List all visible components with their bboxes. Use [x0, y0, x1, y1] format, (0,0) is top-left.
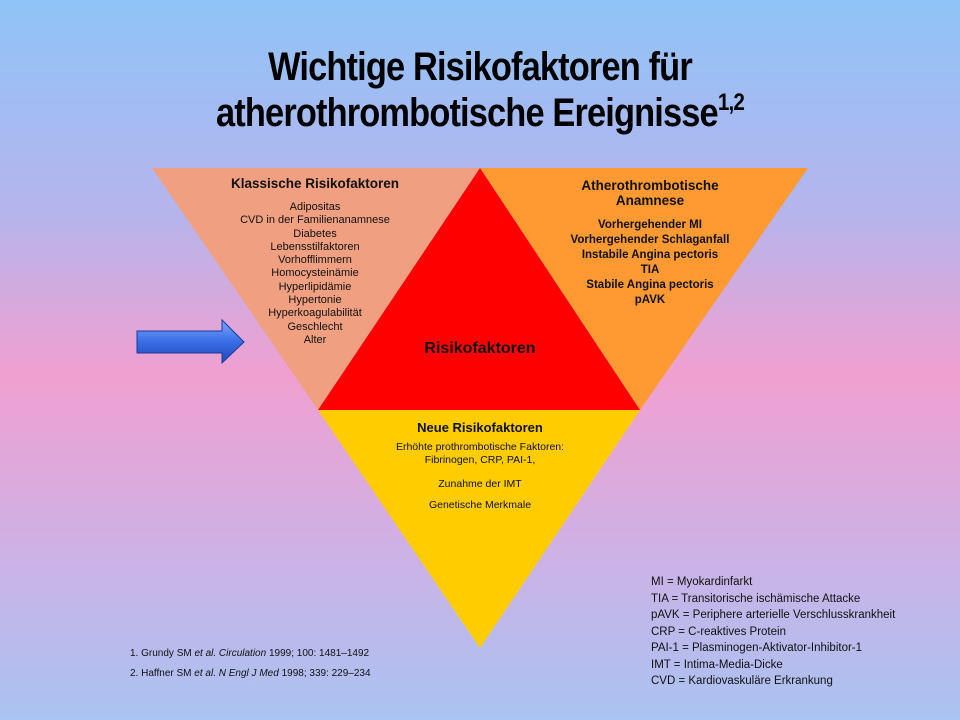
list-item: Hyperlipidämie: [278, 280, 352, 293]
abbreviation-item: IMT = Intima-Media-Dicke: [651, 658, 783, 671]
abbreviation-item: PAI-1 = Plasminogen-Aktivator-Inhibitor-…: [651, 642, 863, 654]
bottom-triangle: [318, 410, 640, 648]
atherothrombotic-history-heading: Atherothrombotische Anamnese: [535, 178, 765, 208]
abbreviation-item: MI = Myokardinfarkt: [651, 576, 753, 588]
list-item: Stabile Angina pectoris: [586, 279, 714, 291]
list-item: Adipositas: [289, 201, 341, 213]
list-item: Diabetes: [293, 227, 337, 240]
reference-item: 1. Grundy SM et al. Circulation 1999; 10…: [130, 644, 371, 664]
abbreviation-item: TIA = Transitorische ischämische Attacke: [651, 592, 861, 605]
list-item: Lebensstilfaktoren: [270, 240, 360, 253]
abbreviation-item: CRP = C-reaktives Protein: [651, 625, 786, 638]
item-line: Erhöhte prothrombotische Faktoren:: [395, 441, 565, 453]
abbreviation-item: CVD = Kardiovaskuläre Erkrankung: [651, 675, 833, 687]
list-item: Homocysteinämie: [271, 267, 359, 280]
list-item: Vorhofflimmern: [278, 254, 352, 267]
new-risk-factors: Neue Risikofaktoren Erhöhte prothromboti…: [360, 420, 600, 520]
ref-details: 1998; 339: 229–234: [278, 668, 371, 679]
list-item: TIA: [640, 264, 660, 276]
abbreviation-item: pAVK = Periphere arterielle Verschlusskr…: [651, 609, 896, 621]
item-line: Fibrinogen, CRP, PAI-1,: [424, 454, 536, 466]
abbreviation-legend: MI = Myokardinfarkt TIA = Transitorische…: [651, 574, 895, 690]
new-risk-factors-heading: Neue Risikofaktoren: [417, 420, 543, 435]
ref-etal: et al.: [194, 648, 217, 659]
list-item: Instabile Angina pectoris: [581, 249, 719, 261]
list-item: pAVK: [634, 294, 666, 306]
page-title: Wichtige Risikofaktoren für atherothromb…: [67, 44, 893, 136]
list-item: Erhöhte prothrombotische Faktoren: Fibri…: [360, 441, 600, 467]
title-superscript: 1,2: [717, 89, 745, 116]
heading-line-2: Anamnese: [615, 193, 685, 208]
atherothrombotic-history-list: Vorhergehender MI Vorhergehender Schlaga…: [535, 218, 765, 308]
right-triangle: [480, 168, 808, 410]
classic-risk-factors: Klassische Risikofaktoren Adipositas CVD…: [190, 176, 440, 347]
classic-risk-factors-list: Adipositas CVD in der Familienanamnese D…: [190, 201, 440, 347]
atherothrombotic-history: Atherothrombotische Anamnese Vorhergehen…: [535, 178, 765, 308]
list-item: Zunahme der IMT: [438, 478, 522, 490]
list-item: Vorhergehender MI: [598, 219, 702, 231]
left-triangle: [152, 168, 480, 410]
heading-line-1: Atherothrombotische: [581, 178, 719, 193]
list-item: Geschlecht: [287, 320, 343, 333]
list-item: Hypertonie: [288, 294, 342, 307]
center-triangle: [318, 168, 640, 410]
center-label: Risikofaktoren: [424, 340, 536, 357]
list-item: Genetische Merkmale: [428, 499, 532, 511]
ref-journal: N Engl J Med: [215, 668, 279, 679]
arrow-icon: [136, 318, 245, 365]
title-line-2-text: atherothrombotische Ereignisse: [216, 91, 719, 135]
list-item: Alter: [303, 333, 327, 346]
list-item: CVD in der Familienanamnese: [240, 214, 390, 227]
classic-risk-factors-heading: Klassische Risikofaktoren: [230, 176, 400, 191]
references: 1. Grundy SM et al. Circulation 1999; 10…: [130, 644, 371, 684]
list-item: Hyperkoagulabilität: [268, 307, 362, 320]
ref-journal: Circulation: [216, 648, 267, 659]
title-line-2: atherothrombotische Ereignisse1,2: [67, 90, 893, 136]
ref-etal: et al.: [194, 668, 216, 679]
ref-author: 1. Grundy SM: [130, 648, 195, 659]
ref-author: 2. Haffner SM: [130, 668, 195, 679]
reference-item: 2. Haffner SM et al. N Engl J Med 1998; …: [130, 664, 371, 684]
ref-details: 1999; 100: 1481–1492: [266, 648, 370, 659]
title-line-1: Wichtige Risikofaktoren für: [268, 45, 693, 89]
list-item: Vorhergehender Schlaganfall: [570, 234, 730, 246]
